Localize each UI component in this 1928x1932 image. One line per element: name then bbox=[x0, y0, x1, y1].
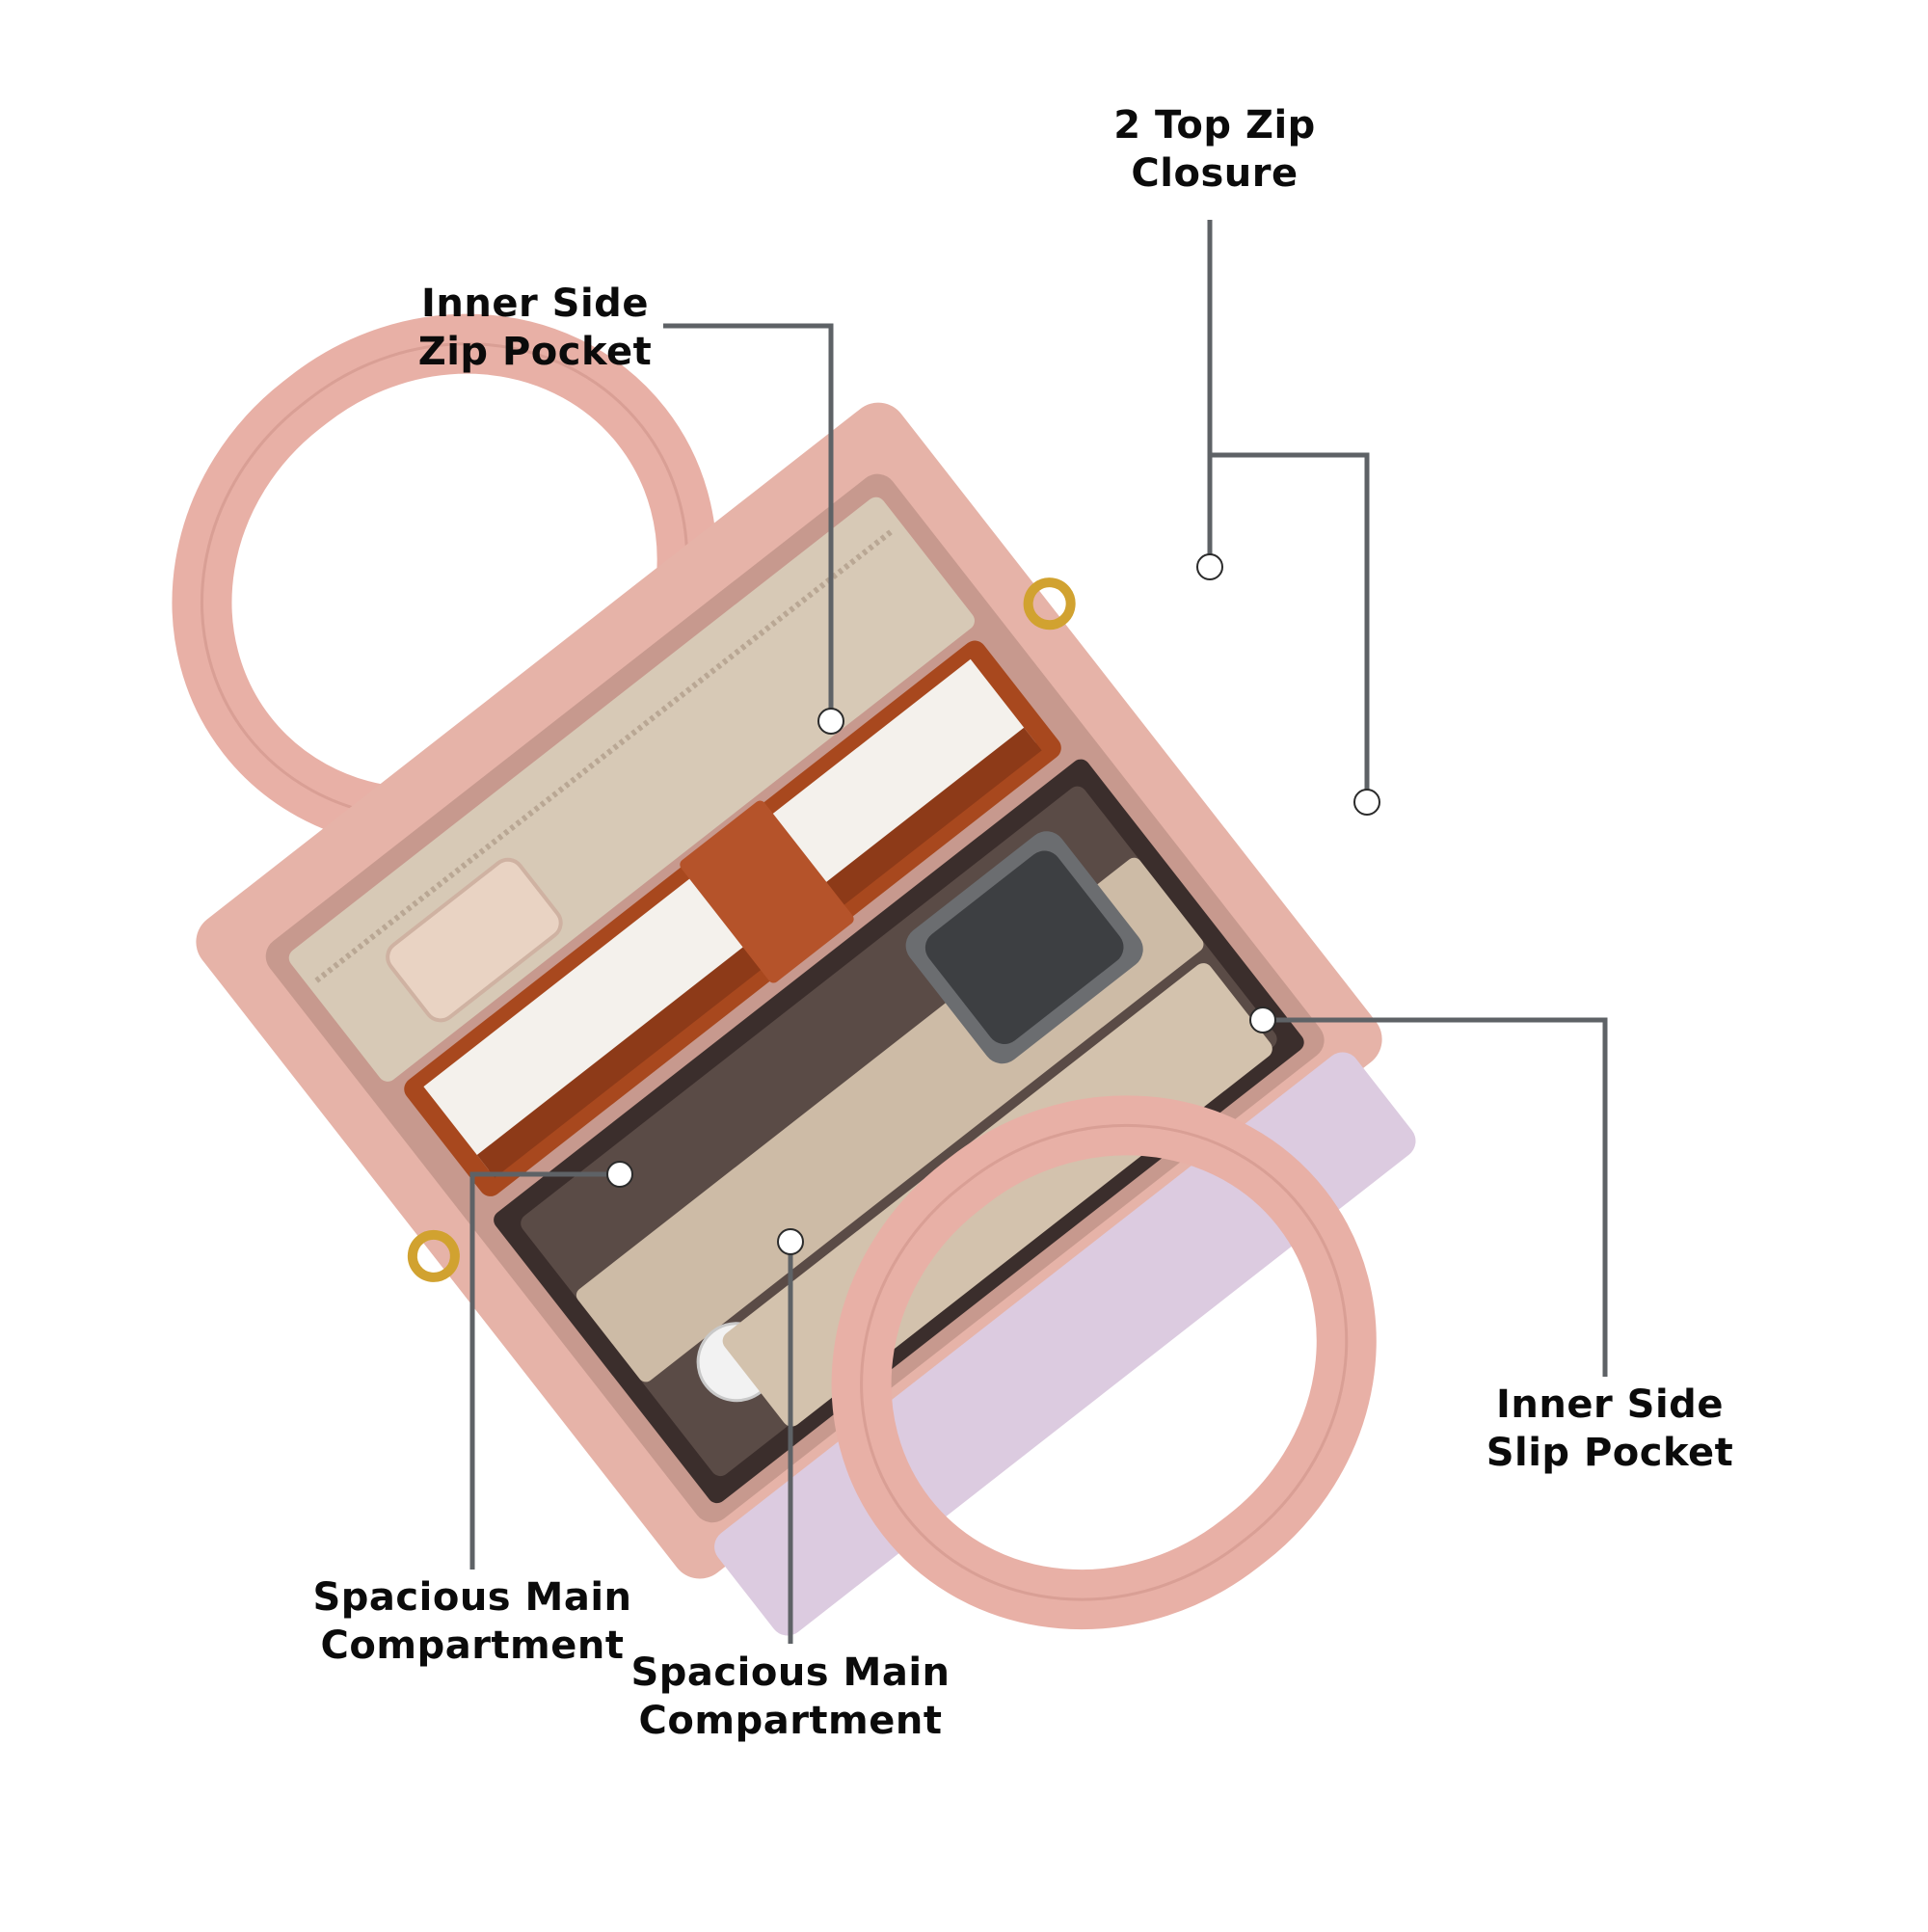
main-left-leader bbox=[469, 1171, 620, 1570]
callout-slip-pocket-line1: Inner Side bbox=[1496, 1382, 1724, 1427]
callout-slip-pocket: Inner Side Slip Pocket bbox=[1475, 1381, 1745, 1477]
callout-top-zip: 2 Top Zip Closure bbox=[1080, 101, 1350, 198]
callout-top-zip-line1: 2 Top Zip bbox=[1113, 103, 1316, 148]
callout-inner-zip-line1: Inner Side bbox=[421, 282, 649, 326]
handbag bbox=[172, 313, 1416, 1636]
marker-main-left bbox=[606, 1161, 633, 1188]
gold-ring-left bbox=[407, 1229, 460, 1282]
callout-main-left-line1: Spacious Main bbox=[312, 1575, 632, 1620]
callout-main-center: Spacious Main Compartment bbox=[627, 1649, 954, 1745]
slip-pocket-leader bbox=[1263, 1017, 1608, 1377]
top-zip-leader bbox=[1207, 220, 1370, 802]
callout-main-center-line2: Compartment bbox=[638, 1699, 943, 1743]
callout-inner-zip-line2: Zip Pocket bbox=[417, 330, 653, 374]
callout-main-left-line2: Compartment bbox=[320, 1623, 625, 1668]
callout-slip-pocket-line2: Slip Pocket bbox=[1486, 1431, 1734, 1475]
inner-zip-leader bbox=[663, 323, 834, 721]
callout-top-zip-line2: Closure bbox=[1131, 151, 1299, 196]
phone bbox=[386, 857, 563, 1023]
marker-main-center bbox=[777, 1228, 804, 1255]
callout-main-left: Spacious Main Compartment bbox=[308, 1573, 636, 1670]
callout-lines bbox=[469, 220, 1608, 1644]
marker-inner-zip bbox=[817, 708, 844, 735]
gold-ring-right bbox=[1023, 577, 1076, 631]
callout-markers bbox=[606, 553, 1380, 1255]
marker-top-zip bbox=[1196, 553, 1223, 580]
callout-inner-zip: Inner Side Zip Pocket bbox=[405, 280, 665, 376]
marker-slip-pocket bbox=[1249, 1006, 1276, 1033]
marker-top-zip-right bbox=[1353, 789, 1380, 816]
callout-main-center-line1: Spacious Main bbox=[630, 1650, 951, 1695]
